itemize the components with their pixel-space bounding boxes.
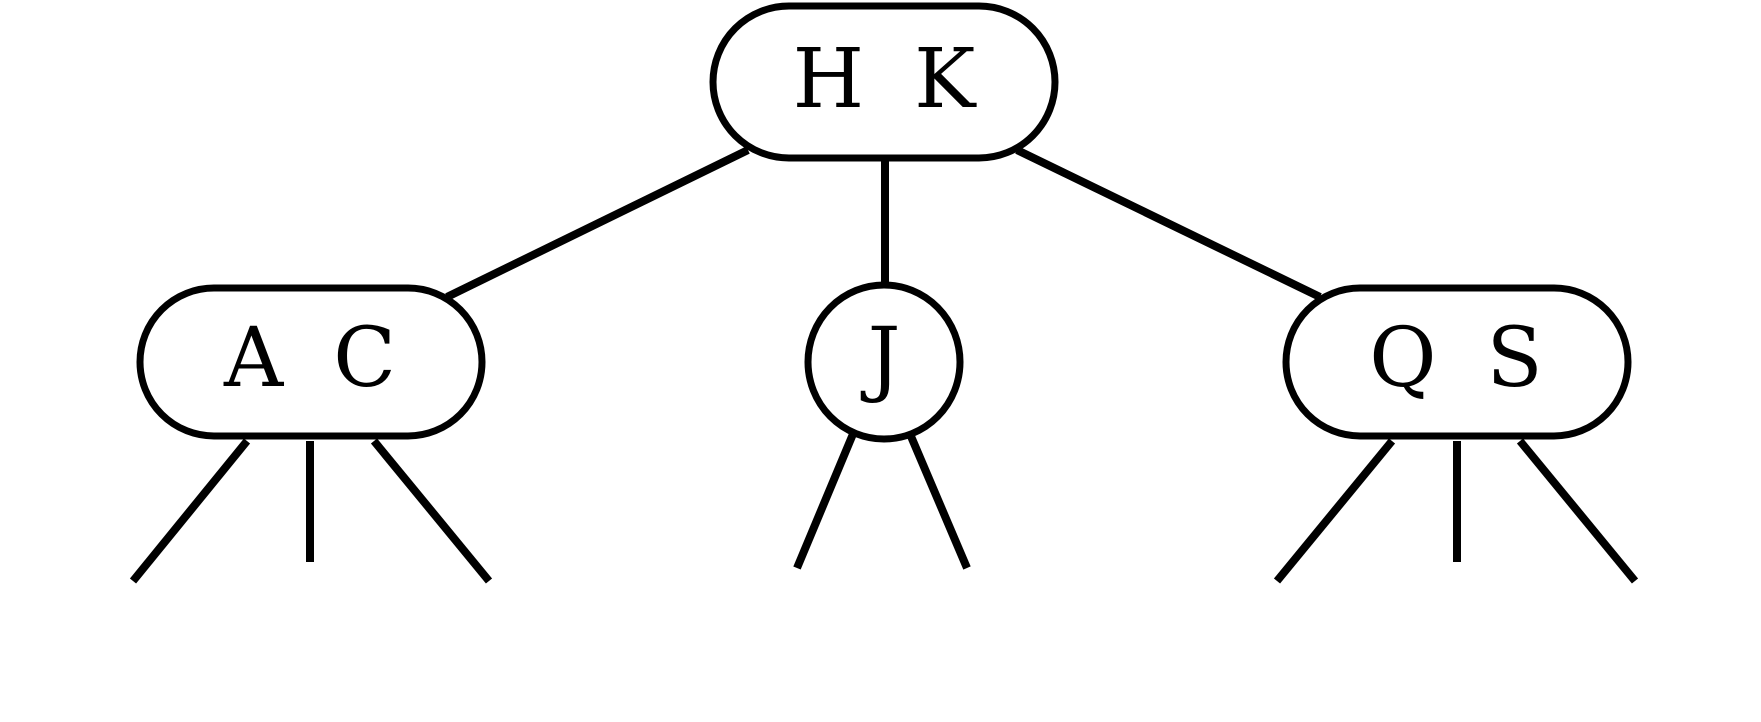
edge-root-to-right xyxy=(1015,146,1322,301)
middle-child-node: J xyxy=(804,281,964,443)
right-child-node-shape xyxy=(1282,284,1632,440)
root-node-label: H K xyxy=(793,32,988,127)
right-child-node: Q S xyxy=(1282,284,1632,440)
middle-child-node-label: J xyxy=(861,311,913,406)
middle-child-node-shape xyxy=(804,281,964,443)
right-child-node-label: Q S xyxy=(1369,311,1554,406)
edge-right-child-0 xyxy=(1273,438,1396,584)
edge-left-child-0 xyxy=(129,438,251,584)
edge-root-to-left xyxy=(445,146,750,301)
edge-middle-child-0 xyxy=(793,432,857,570)
left-child-node-label: A C xyxy=(223,311,408,406)
edge-middle-child-1 xyxy=(906,432,971,570)
root-node-shape xyxy=(709,2,1059,162)
edge-right-child-2 xyxy=(1516,438,1639,584)
left-child-node-shape xyxy=(136,284,486,440)
left-child-node: A C xyxy=(136,284,486,440)
edge-left-child-2 xyxy=(370,438,493,584)
root-node: H K xyxy=(709,2,1059,162)
